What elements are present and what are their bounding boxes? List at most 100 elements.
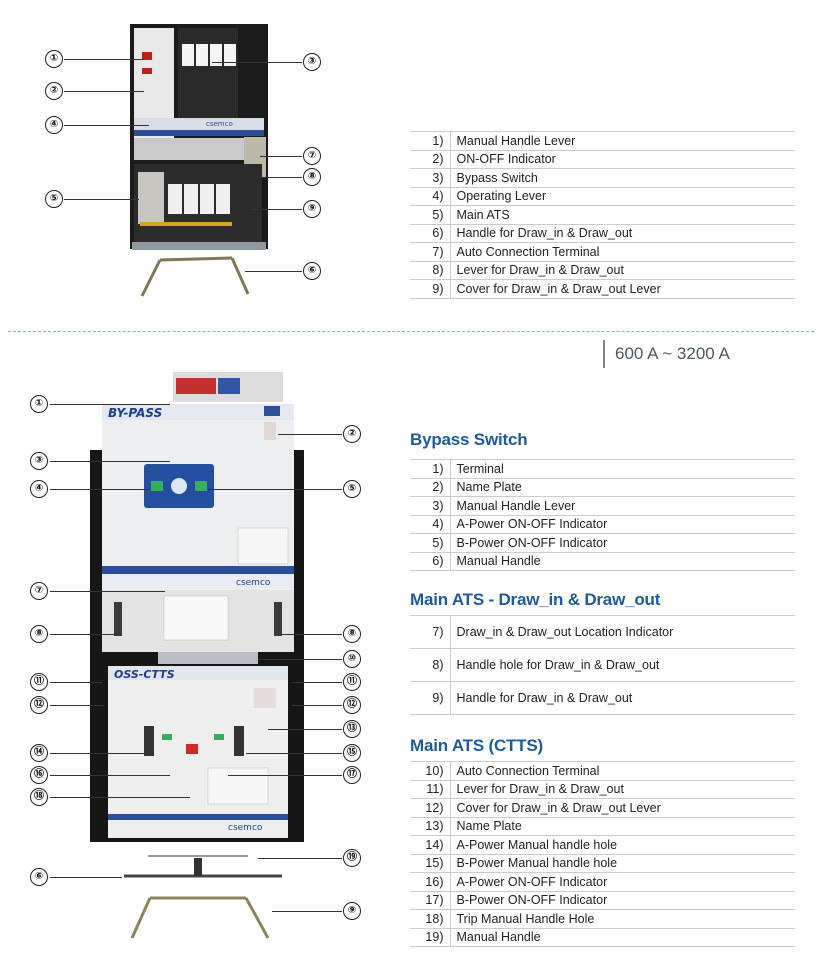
leader-line: [50, 634, 114, 635]
callout-12-right: ⑫: [343, 696, 361, 714]
leader-line: [292, 682, 342, 683]
callout-1: ①: [45, 50, 63, 68]
callout-17: ⑰: [343, 766, 361, 784]
callout-12-left: ⑫: [30, 696, 48, 714]
table-row: 9)Cover for Draw_in & Draw_out Lever: [410, 279, 795, 299]
table-row: 14)A-Power Manual handle hole: [410, 835, 795, 854]
leader-line: [64, 59, 144, 60]
panel-bypass-label: BY-PASS: [108, 406, 162, 420]
table-row: 15)B-Power Manual handle hole: [410, 853, 795, 873]
table-row: 2)ON-OFF Indicator: [410, 149, 795, 169]
table-row: 3)Bypass Switch: [410, 168, 795, 187]
leader-line: [50, 775, 170, 776]
table-row: 13)Name Plate: [410, 816, 795, 836]
table-row: 8)Handle hole for Draw_in & Draw_out: [410, 648, 795, 682]
leader-line: [282, 634, 342, 635]
leader-line: [260, 156, 302, 157]
callout-8-left: ⑧: [30, 625, 48, 643]
callout-18: ⑱: [30, 788, 48, 806]
leader-line: [50, 404, 170, 405]
leader-line: [64, 91, 144, 92]
main-ats-draw-title: Main ATS - Draw_in & Draw_out: [410, 590, 661, 609]
main-ats-ctts-title: Main ATS (CTTS): [410, 736, 543, 755]
leader-line: [50, 797, 190, 798]
panel-ctts-label: OSS-CTTS: [114, 668, 175, 681]
leader-line: [50, 682, 102, 683]
callout-8-right: ⑧: [343, 625, 361, 643]
callout-3: ③: [30, 452, 48, 470]
table-row: 17)B-Power ON-OFF Indicator: [410, 890, 795, 910]
table-row: 7)Auto Connection Terminal: [410, 242, 795, 261]
leader-line: [50, 489, 150, 490]
leader-line: [245, 271, 302, 272]
leader-line: [64, 125, 149, 126]
leader-line: [50, 877, 122, 878]
top-unit-brand: csemco: [206, 120, 233, 128]
callout-6: ⑥: [303, 262, 321, 280]
table-row: 10)Auto Connection Terminal: [410, 761, 795, 780]
leader-line: [50, 591, 165, 592]
callout-3: ③: [303, 53, 321, 71]
table-row: 6)Handle for Draw_in & Draw_out: [410, 223, 795, 243]
table-row: 8)Lever for Draw_in & Draw_out: [410, 260, 795, 280]
leader-line: [278, 434, 342, 435]
callout-9: ⑨: [343, 902, 361, 920]
table-row: 4)Operating Lever: [410, 186, 795, 206]
table-row: 9)Handle for Draw_in & Draw_out: [410, 681, 795, 715]
table-row: 5)Main ATS: [410, 205, 795, 224]
callout-2: ②: [343, 425, 361, 443]
callout-7: ⑦: [303, 147, 321, 165]
callout-5: ⑤: [343, 480, 361, 498]
leader-line: [292, 705, 342, 706]
table-row: 4)A-Power ON-OFF Indicator: [410, 514, 795, 534]
callout-2: ②: [45, 82, 63, 100]
callout-4: ④: [30, 480, 48, 498]
callout-11-right: ⑪: [343, 673, 361, 691]
table-row: 2)Name Plate: [410, 477, 795, 497]
leader-line: [50, 461, 170, 462]
callout-8: ⑧: [303, 168, 321, 186]
leader-line: [260, 177, 302, 178]
callout-4: ④: [45, 116, 63, 134]
leader-line: [246, 753, 342, 754]
leader-line: [272, 911, 342, 912]
callout-15: ⑮: [343, 744, 361, 762]
table-row: 12)Cover for Draw_in & Draw_out Lever: [410, 798, 795, 817]
table-row: 7)Draw_in & Draw_out Location Indicator: [410, 615, 795, 649]
top-unit-drawing: csemco: [130, 24, 268, 297]
table-row: 16)A-Power ON-OFF Indicator: [410, 872, 795, 891]
leader-line: [50, 753, 150, 754]
leader-line: [64, 199, 139, 200]
callout-5: ⑤: [45, 190, 63, 208]
callout-19: ⑲: [343, 849, 361, 867]
callout-9: ⑨: [303, 200, 321, 218]
bypass-switch-title: Bypass Switch: [410, 430, 528, 449]
leader-line: [228, 775, 342, 776]
bottom-unit-drawing: BY-PASS csemco OSS-CTTS csemco: [90, 372, 304, 939]
table-row: 18)Trip Manual Handle Hole: [410, 909, 795, 928]
leader-line: [258, 659, 342, 660]
ampere-range-label: 600 A ~ 3200 A: [603, 340, 730, 368]
table-row: 1)Terminal: [410, 459, 795, 478]
leader-line: [258, 858, 342, 859]
main-ats-draw-table: 7)Draw_in & Draw_out Location Indicator …: [410, 615, 795, 715]
leader-line: [250, 209, 302, 210]
table-row: 3)Manual Handle Lever: [410, 496, 795, 515]
callout-14: ⑭: [30, 744, 48, 762]
table-row: 19)Manual Handle: [410, 927, 795, 947]
leader-line: [208, 489, 342, 490]
table-row: 1)Manual Handle Lever: [410, 131, 795, 150]
callout-6: ⑥: [30, 868, 48, 886]
leader-line: [212, 62, 302, 63]
leader-line: [50, 705, 104, 706]
callout-11-left: ⑪: [30, 673, 48, 691]
callout-13: ⑬: [343, 720, 361, 738]
callout-10: ⑩: [343, 650, 361, 668]
section-divider: [8, 331, 814, 332]
table-row: 5)B-Power ON-OFF Indicator: [410, 533, 795, 552]
callout-16: ⑯: [30, 766, 48, 784]
bypass-switch-table: 1)Terminal 2)Name Plate 3)Manual Handle …: [410, 459, 795, 571]
table-row: 11)Lever for Draw_in & Draw_out: [410, 779, 795, 799]
top-unit-parts-table: 1)Manual Handle Lever 2)ON-OFF Indicator…: [410, 131, 795, 299]
main-ats-ctts-table: 10)Auto Connection Terminal 11)Lever for…: [410, 761, 795, 947]
